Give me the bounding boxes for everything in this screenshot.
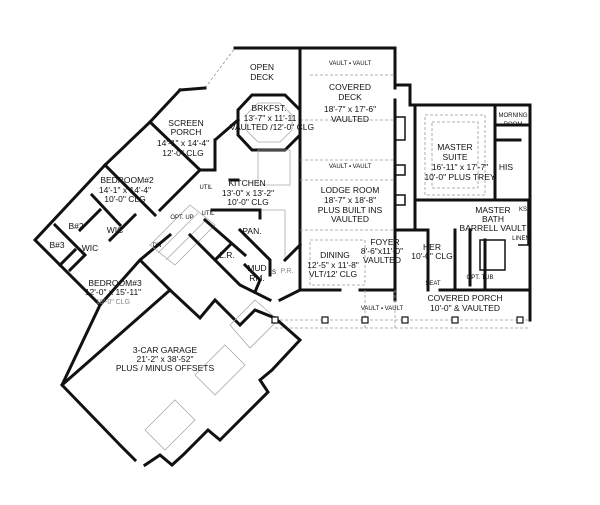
bedroom2-note: 10'-0" CLG xyxy=(104,194,146,204)
bedroom3-note: 10'-0" CLG xyxy=(96,299,130,306)
seat-label: SEAT xyxy=(425,281,441,287)
lodge-room-note: PLUS BUILT INS xyxy=(318,205,383,215)
screen-porch-size: 14'-1" x 14'-4" xyxy=(157,138,209,148)
master-suite-label: SUITE xyxy=(442,152,467,162)
foyer-label: FOYER xyxy=(370,237,399,247)
her-closet-note: 10'-0" CLG xyxy=(411,251,453,261)
covered-porch-label: COVERED PORCH xyxy=(427,293,502,303)
utility-label: UTIL xyxy=(199,185,213,191)
master-suite-label: MASTER xyxy=(437,142,472,152)
master-bath-note: BARRELL VAULT xyxy=(460,223,527,233)
wic-label: WIC xyxy=(107,225,124,235)
covered-deck-label: DECK xyxy=(338,92,362,102)
lodge-room-note: VAULTED xyxy=(331,214,369,224)
lodge-room-label: LODGE ROOM xyxy=(321,185,380,195)
master-bath-ks: KS xyxy=(519,207,527,213)
foyer-size: 8'-6"x11'-0" xyxy=(361,246,403,256)
room-labels: OPEN DECK VAULT ▪ VAULT COVERED DECK 18'… xyxy=(49,61,529,373)
kitchen-note: 10'-0" CLG xyxy=(227,197,269,207)
walls xyxy=(32,46,532,468)
opt-tub-label: OPT. TUB xyxy=(467,275,494,281)
powder-room-label: P.R. xyxy=(281,268,294,275)
garage-label: 3-CAR GARAGE xyxy=(133,345,198,355)
bedroom3-label: BEDROOM#3 xyxy=(88,278,142,288)
brkfst-size: 13'-7" x 11'-11 xyxy=(244,113,297,123)
utility-label: UTIL xyxy=(201,211,215,217)
bedroom3-size: 12'-0" x 15'-11" xyxy=(85,287,141,297)
dining-size: 12'-5" x 11'-8" xyxy=(307,260,359,270)
bath2-label: B#2 xyxy=(68,221,83,231)
dining-label: DINING xyxy=(320,250,350,260)
dining-note: VLT/12' CLG xyxy=(309,269,357,279)
brkfst-label: BRKFST. xyxy=(252,103,287,113)
bedroom2-label: BEDROOM#2 xyxy=(100,175,154,185)
garage-note: PLUS / MINUS OFFSETS xyxy=(116,363,215,373)
covered-porch-note: 10'-0" & VAULTED xyxy=(430,303,500,313)
kitchen-label: KITCHEN xyxy=(228,178,265,188)
lodge-room-vault: VAULT ▪ VAULT xyxy=(329,164,372,170)
screen-porch-label: PORCH xyxy=(171,127,202,137)
garage-size: 21'-2" x 38'-52" xyxy=(136,354,193,364)
covered-deck-size: 18'-7" x 17'-6" xyxy=(324,104,376,114)
front-vault-label: VAULT ▪ VAULT xyxy=(361,306,404,312)
brkfst-note: VAULTED /12'-0" CLG xyxy=(230,122,314,132)
screen-porch-note: 12'-0" CLG xyxy=(162,148,204,158)
kitchen-size: 13'-0" x 13'-2" xyxy=(222,188,274,198)
lr-label: L.R. xyxy=(219,250,235,260)
foyer-note: VAULTED xyxy=(363,255,401,265)
covered-deck-vault: VAULT ▪ VAULT xyxy=(329,61,372,67)
mud-room-label: MUD xyxy=(247,263,266,273)
porch-posts xyxy=(271,316,524,324)
open-deck-label: OPEN xyxy=(250,62,274,72)
bath3-label: B#3 xyxy=(49,240,64,250)
master-bath-label: BATH xyxy=(482,214,504,224)
mud-room-label: RM. xyxy=(249,273,265,283)
covered-deck-note: VAULTED xyxy=(331,114,369,124)
morning-room-label: MORNING xyxy=(499,113,528,119)
pantry-label: PAN. xyxy=(242,226,261,236)
lodge-room-size: 18'-7" x 18'-8" xyxy=(324,195,376,205)
stairs-down-label: DN xyxy=(153,243,162,249)
bedroom2-size: 14'-1" x 14'-4" xyxy=(99,185,151,195)
open-deck-label: DECK xyxy=(250,72,274,82)
stairs-opt-up-label: OPT. UP xyxy=(170,215,193,221)
covered-deck-label: COVERED xyxy=(329,82,371,92)
mud-room-ks: KS xyxy=(268,270,276,276)
her-closet-label: HER xyxy=(423,242,441,252)
master-suite-size: 16'-11" x 17'-7" xyxy=(432,162,488,172)
linen-label: LINEN xyxy=(512,236,530,242)
screen-porch-label: SCREEN xyxy=(168,118,203,128)
morning-room-label: ROOM xyxy=(504,122,523,128)
his-closet-label: HIS xyxy=(499,162,514,172)
master-suite-note: 10'-0" PLUS TREY xyxy=(424,172,495,182)
master-bath-label: MASTER xyxy=(475,205,510,215)
wic-label: WIC xyxy=(82,243,99,253)
